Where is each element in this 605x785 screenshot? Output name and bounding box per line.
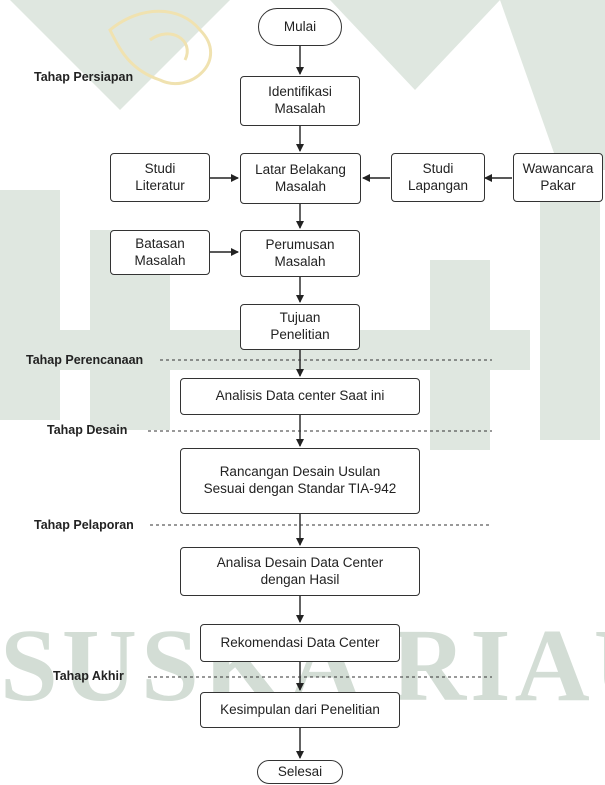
studi-literatur-box: Studi Literatur xyxy=(110,153,210,202)
analisis-data-center-box: Analisis Data center Saat ini xyxy=(180,378,420,415)
stage-label-pelaporan: Tahap Pelaporan xyxy=(34,518,134,532)
tujuan-penelitian-box: Tujuan Penelitian xyxy=(240,304,360,350)
rancangan-desain-box: Rancangan Desain Usulan Sesuai dengan St… xyxy=(180,448,420,514)
analisa-desain-box: Analisa Desain Data Center dengan Hasil xyxy=(180,547,420,596)
stage-label-perencanaan: Tahap Perencanaan xyxy=(26,353,144,367)
kesimpulan-box: Kesimpulan dari Penelitian xyxy=(200,692,400,728)
stage-label-persiapan: Tahap Persiapan xyxy=(34,70,134,84)
latar-belakang-box: Latar Belakang Masalah xyxy=(240,153,361,204)
batasan-masalah-box: Batasan Masalah xyxy=(110,230,210,275)
rekomendasi-box: Rekomendasi Data Center xyxy=(200,624,400,662)
start-node: Mulai xyxy=(258,8,342,46)
perumusan-masalah-box: Perumusan Masalah xyxy=(240,230,360,277)
identifikasi-masalah-box: Identifikasi Masalah xyxy=(240,76,360,126)
wawancara-pakar-box: Wawancara Pakar xyxy=(513,153,603,202)
stage-label-akhir: Tahap Akhir xyxy=(53,669,124,683)
end-node: Selesai xyxy=(257,760,343,784)
stage-label-desain: Tahap Desain xyxy=(47,423,128,437)
studi-lapangan-box: Studi Lapangan xyxy=(391,153,485,202)
